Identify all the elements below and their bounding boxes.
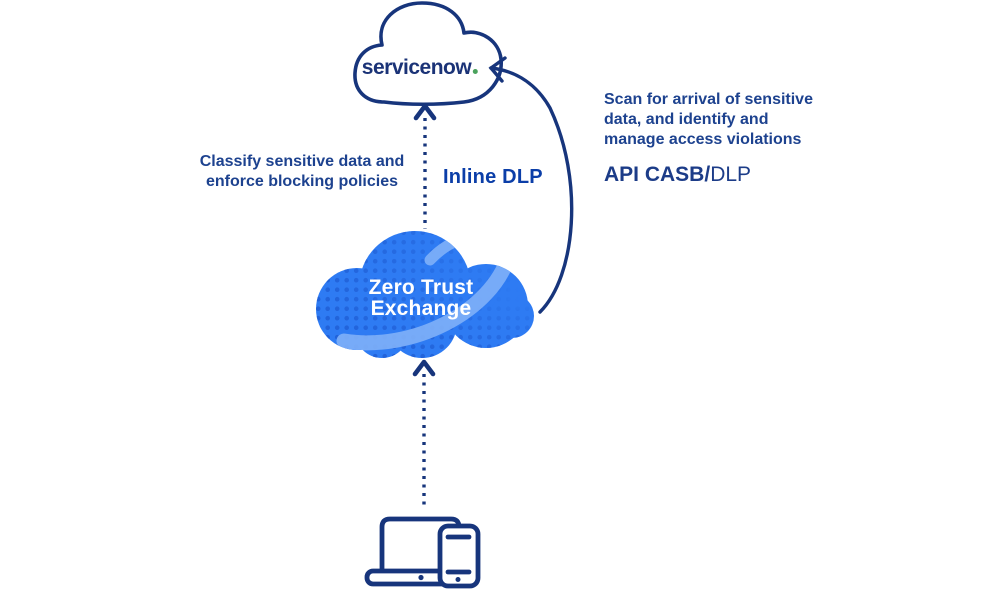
servicenow-green-dot-icon bbox=[473, 69, 479, 74]
servicenow-wordmark: servicenow bbox=[361, 56, 479, 80]
scan-line1: Scan for arrival of sensitive bbox=[604, 91, 813, 108]
zero-trust-line1: Zero Trust bbox=[368, 276, 474, 299]
scan-line2: data, and identify and bbox=[604, 111, 769, 128]
inline-dlp-heading: Inline DLP bbox=[443, 166, 543, 188]
classify-line1: Classify sensitive data and bbox=[199, 153, 405, 170]
laptop-and-phone-devices-icon bbox=[364, 516, 481, 589]
servicenow-wordmark-text: servicenow bbox=[361, 56, 472, 79]
arrowhead-up-icon bbox=[412, 359, 436, 377]
dotted-up-arrow-top bbox=[413, 103, 437, 229]
zscaler-swoosh-icon bbox=[336, 247, 517, 351]
zero-trust-exchange-cloud-icon bbox=[316, 231, 534, 358]
zero-trust-exchange-label: Zero Trust Exchange bbox=[369, 277, 474, 319]
arrowhead-up-icon bbox=[413, 103, 437, 121]
scan-line3: manage access violations bbox=[604, 131, 802, 148]
api-dlp-light: DLP bbox=[710, 163, 752, 186]
api-casb-strong: API CASB/ bbox=[604, 163, 711, 186]
zero-trust-line2: Exchange bbox=[370, 297, 472, 320]
laptop-base-dot bbox=[418, 574, 424, 581]
scan-callout: Scan for arrival of sensitive data, and … bbox=[604, 90, 813, 150]
classify-line2: enforce blocking policies bbox=[205, 173, 399, 190]
servicenow-cloud-outline-icon bbox=[353, 1, 503, 107]
api-casb-dlp-heading: API CASB/DLP bbox=[604, 163, 751, 187]
classify-callout: Classify sensitive data and enforce bloc… bbox=[200, 152, 405, 192]
phone-home-dot bbox=[455, 577, 461, 582]
dotted-up-arrow-bottom bbox=[412, 359, 436, 510]
